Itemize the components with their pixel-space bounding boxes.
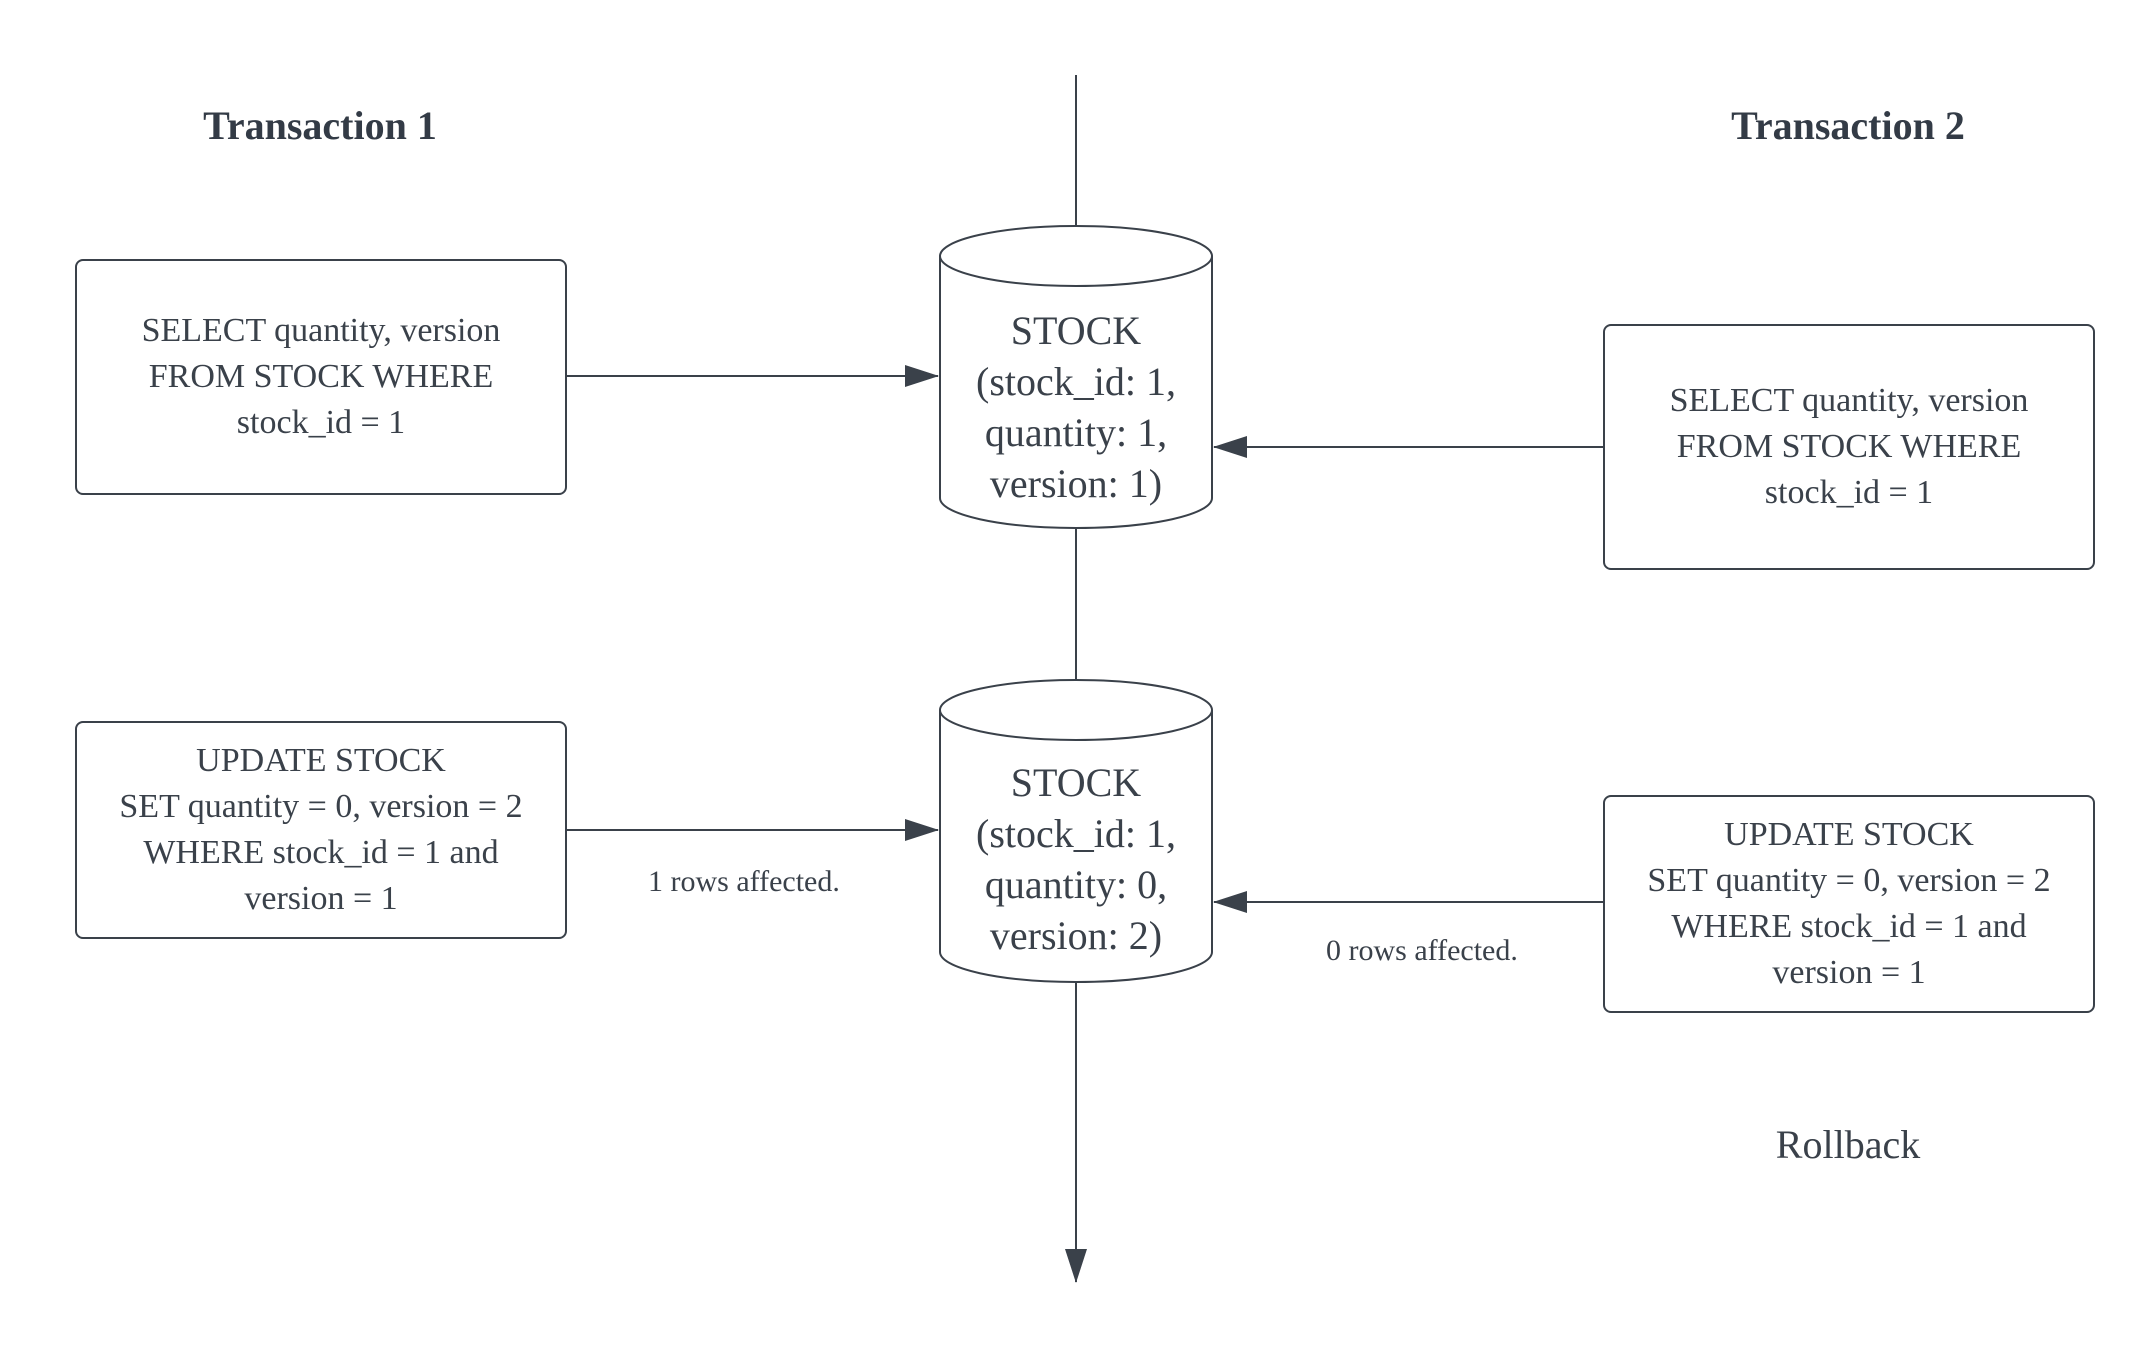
t1-select-query: SELECT quantity, version FROM STOCK WHER…: [141, 312, 501, 441]
t2-update-query: UPDATE STOCK SET quantity = 0, version =…: [1647, 816, 2051, 991]
transaction-1-heading: Transaction 1: [203, 103, 437, 148]
database-cylinder-after: [939, 679, 1213, 983]
t2-rows-affected: 0 rows affected.: [1326, 934, 1518, 967]
t1-rows-affected: 1 rows affected.: [648, 865, 840, 898]
rollback-label: Rollback: [1775, 1122, 1921, 1167]
t1-select-box: SELECT quantity, version FROM STOCK WHER…: [75, 259, 567, 495]
t2-select-query: SELECT quantity, version FROM STOCK WHER…: [1669, 382, 2029, 511]
database-after-label: STOCK (stock_id: 1, quantity: 0, version…: [976, 760, 1176, 958]
t1-update-query: UPDATE STOCK SET quantity = 0, version =…: [119, 742, 523, 917]
database-before-label: STOCK (stock_id: 1, quantity: 1, version…: [976, 308, 1176, 506]
t2-select-box: SELECT quantity, version FROM STOCK WHER…: [1603, 324, 2095, 570]
t2-update-box: UPDATE STOCK SET quantity = 0, version =…: [1603, 795, 2095, 1013]
transaction-2-heading: Transaction 2: [1731, 103, 1965, 148]
database-cylinder-before: [939, 225, 1213, 529]
t1-update-box: UPDATE STOCK SET quantity = 0, version =…: [75, 721, 567, 939]
